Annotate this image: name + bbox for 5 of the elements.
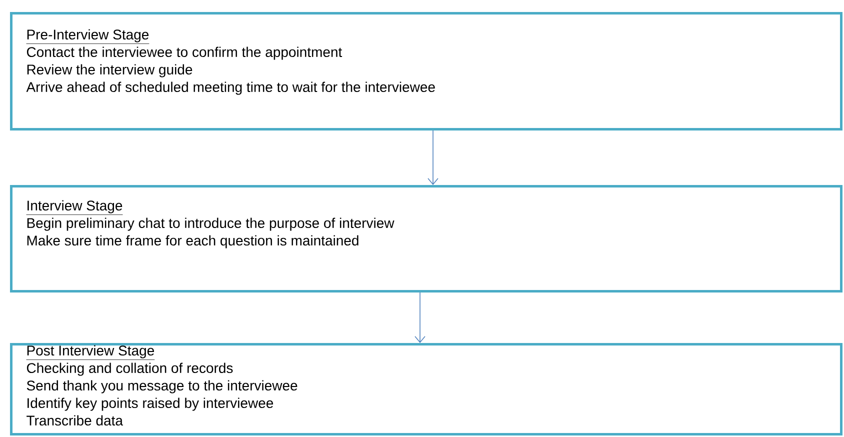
stage-box: Post Interview Stage Checking and collation of records Send thank you message to the interviewee Identify key points raised by interviewee Transcribe data	[10, 343, 842, 436]
stage-box: Interview Stage Begin preliminary chat to introduce the purpose of interview Make sure time frame for each question is maintained	[10, 185, 842, 292]
stage-box: Pre-Interview Stage Contact the interviewee to confirm the appointment Review the interview guide Arrive ahead of scheduled meeting time to wait for the interviewee	[10, 12, 842, 130]
arrow	[428, 130, 438, 185]
arrow	[414, 292, 426, 343]
